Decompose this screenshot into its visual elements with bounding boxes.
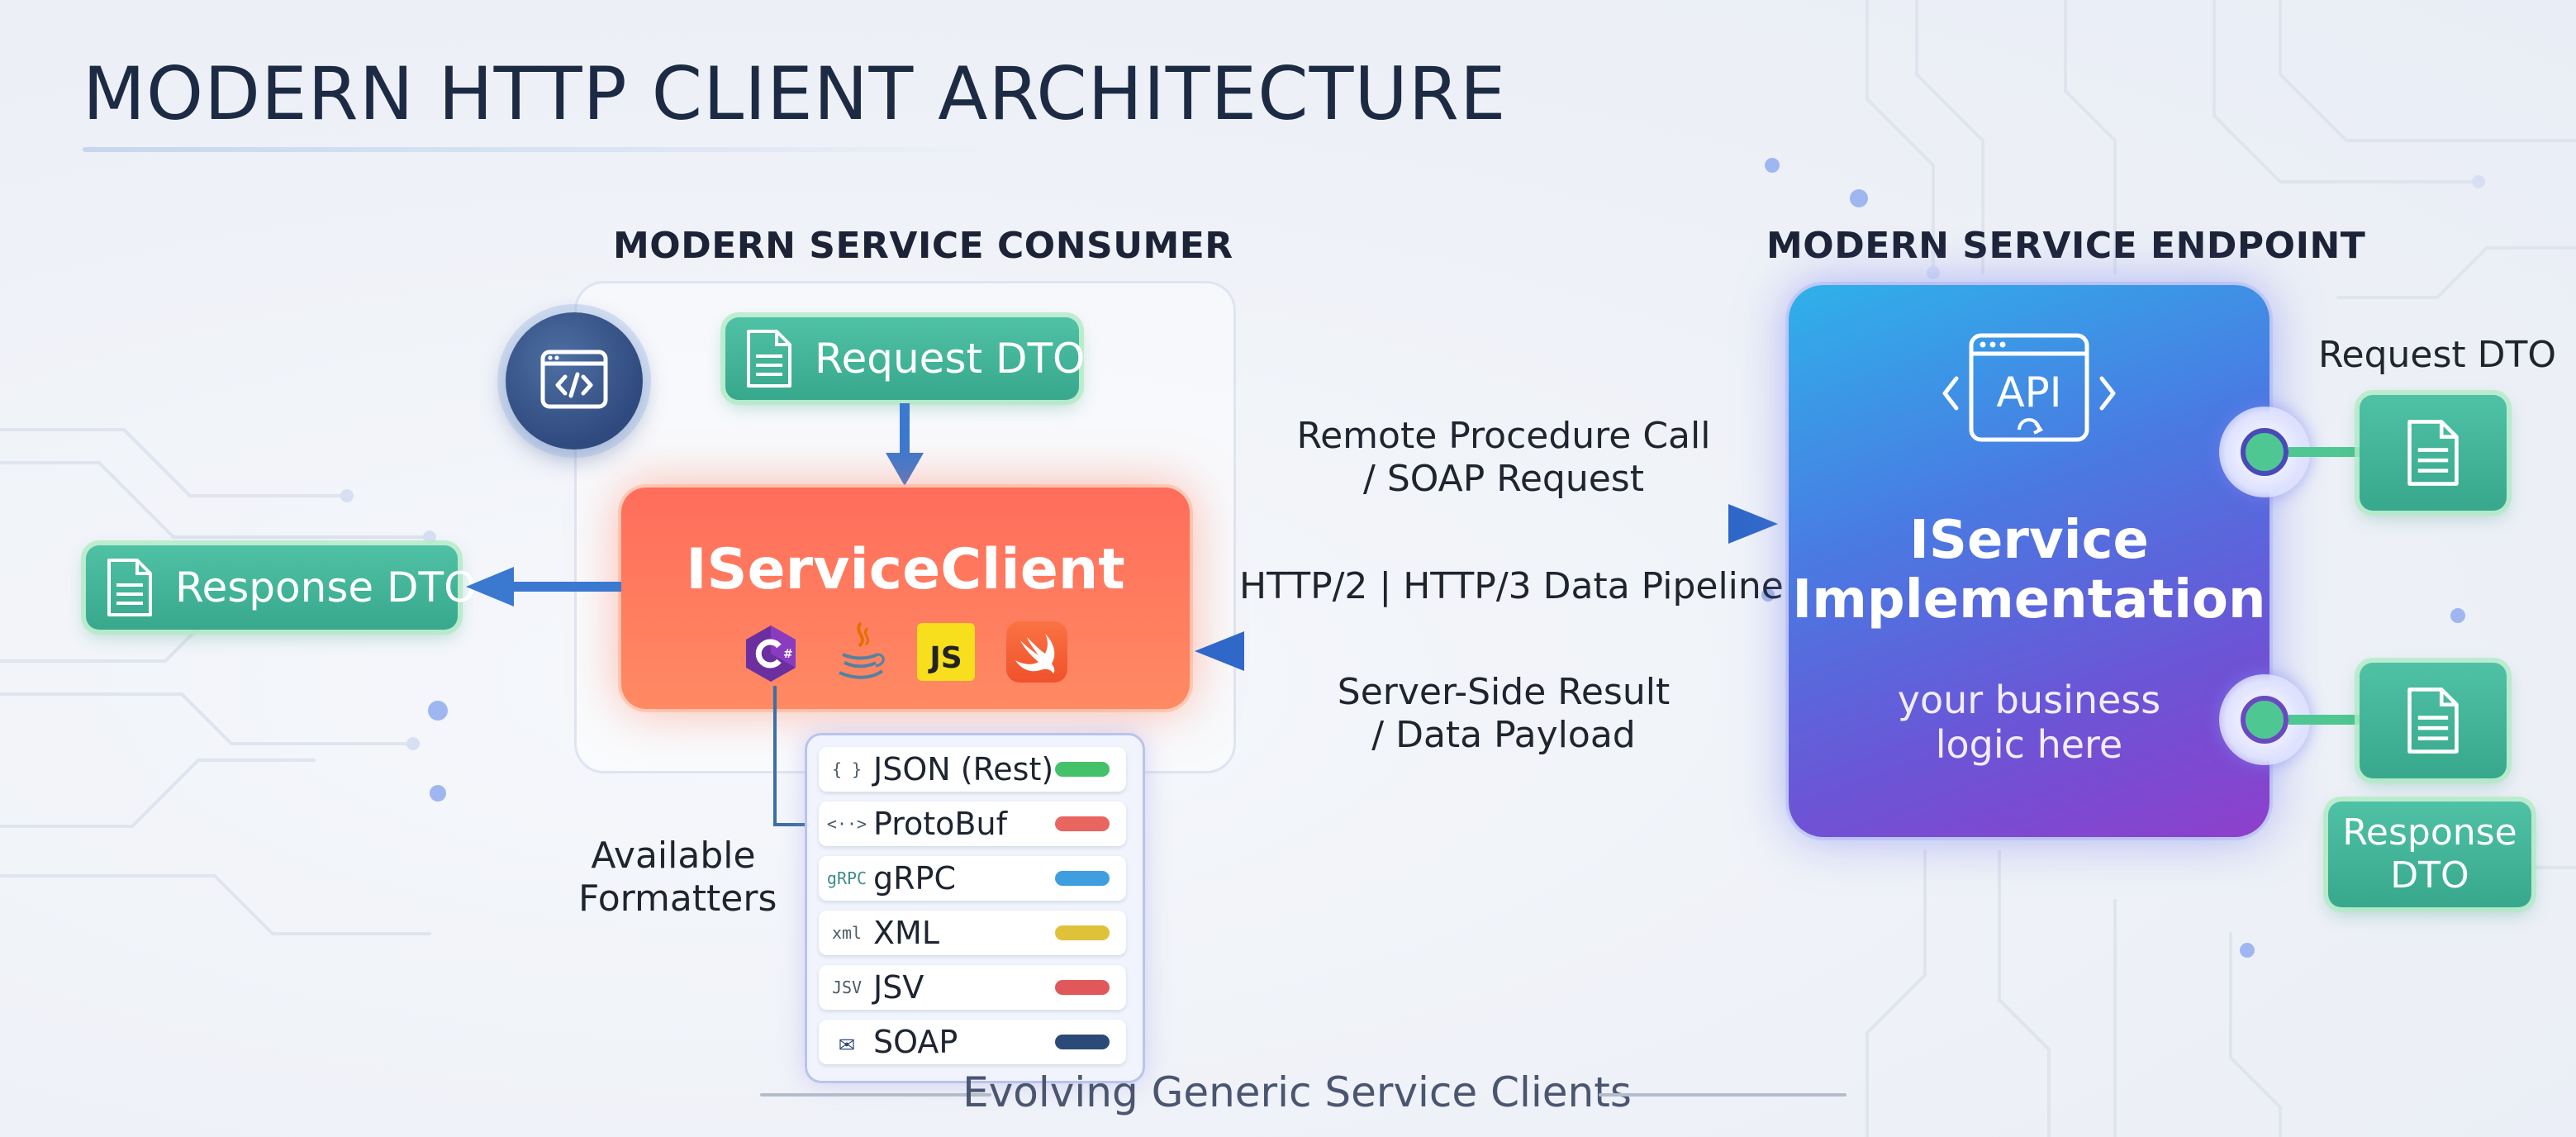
formatter-color-bar xyxy=(1055,980,1110,995)
endpoint-response-doc xyxy=(2360,663,2507,778)
endpoint-response-line2: DTO xyxy=(2390,854,2469,897)
endpoint-title: IService Implementation xyxy=(1789,511,2269,630)
xml-file-icon: xml xyxy=(831,923,863,943)
request-down-arrow xyxy=(886,403,924,486)
rpc-caption: Remote Procedure Call / SOAP Request xyxy=(1272,415,1735,501)
pipeline-caption: HTTP/2 | HTTP/3 Data Pipeline xyxy=(1239,565,1784,607)
response-dto-pill: Response DTO xyxy=(86,545,476,630)
java-icon xyxy=(829,621,891,683)
formatter-color-bar xyxy=(1055,1035,1110,1049)
endpoint-heading: MODERN SERVICE ENDPOINT xyxy=(1766,225,2366,267)
document-icon xyxy=(747,330,791,388)
endpoint-response-line1: Response xyxy=(2342,811,2517,854)
formatter-row-json[interactable]: { } JSON (Rest) xyxy=(819,747,1126,792)
formatter-row-soap[interactable]: ✉ SOAP xyxy=(819,1020,1126,1064)
formatter-color-bar xyxy=(1055,871,1110,886)
formatters-caption: Available Formatters xyxy=(578,835,777,921)
result-caption-line2: / Data Payload xyxy=(1371,714,1636,756)
endpoint-box xyxy=(1789,285,2269,837)
endpoint-subtitle-line1: your business xyxy=(1897,678,2161,722)
rpc-caption-line2: / SOAP Request xyxy=(1363,458,1644,500)
response-left-arrow xyxy=(466,567,621,607)
endpoint-title-line2: Implementation xyxy=(1792,569,2266,630)
endpoint-title-line1: IService xyxy=(1909,510,2149,571)
api-icon: API xyxy=(1938,327,2120,459)
rpc-caption-line1: Remote Procedure Call xyxy=(1296,415,1711,457)
formatter-connector xyxy=(773,686,810,826)
document-icon xyxy=(2407,420,2459,486)
formatter-row-jsv[interactable]: JSV JSV xyxy=(819,965,1126,1010)
result-caption-line1: Server-Side Result xyxy=(1337,671,1671,713)
protobuf-icon: <··> xyxy=(826,814,867,834)
title-underline xyxy=(83,147,991,152)
formatter-label: SOAP xyxy=(873,1024,958,1060)
formatters-caption-line2: Formatters xyxy=(578,878,777,920)
document-icon xyxy=(107,559,152,616)
consumer-heading: MODERN SERVICE CONSUMER xyxy=(613,225,1233,267)
footer-rule-left xyxy=(760,1093,991,1097)
formatter-label: XML xyxy=(873,915,939,951)
endpoint-request-doc xyxy=(2360,395,2507,511)
request-dto-pill: Request DTO xyxy=(725,317,1085,400)
result-left-arrow xyxy=(1195,631,1788,671)
formatter-label: JSON (Rest) xyxy=(873,751,1054,787)
request-dto-label: Request DTO xyxy=(815,335,1086,383)
footer-caption: Evolving Generic Service Clients xyxy=(962,1068,1632,1116)
formatter-row-grpc[interactable]: gRPC gRPC xyxy=(819,856,1126,901)
endpoint-subtitle: your business logic here xyxy=(1789,678,2269,767)
formatter-row-xml[interactable]: xml XML xyxy=(819,911,1126,955)
json-braces-icon: { } xyxy=(831,759,863,779)
page-title: MODERN HTTP CLIENT ARCHITECTURE xyxy=(83,51,1507,136)
js-badge-text: JS xyxy=(929,640,962,675)
iserviceclient-title: IServiceClient xyxy=(686,537,1125,602)
jsv-file-icon: JSV xyxy=(831,978,863,997)
formatter-row-protobuf[interactable]: <··> ProtoBuf xyxy=(819,802,1126,846)
endpoint-request-label: Request DTO xyxy=(2317,334,2557,376)
swift-icon xyxy=(1006,621,1067,683)
request-port-connector xyxy=(2288,447,2363,457)
endpoint-subtitle-line2: logic here xyxy=(1935,722,2123,767)
javascript-icon: JS xyxy=(917,623,975,681)
formatter-color-bar xyxy=(1055,816,1110,831)
api-label: API xyxy=(1996,369,2061,416)
request-right-arrow xyxy=(1193,504,1778,544)
result-caption: Server-Side Result / Data Payload xyxy=(1272,671,1735,757)
formatter-panel: { } JSON (Rest) <··> ProtoBuf gRPC gRPC … xyxy=(805,733,1145,1083)
formatter-label: ProtoBuf xyxy=(873,806,1007,842)
response-port-connector xyxy=(2288,715,2363,725)
iserviceclient-box xyxy=(621,488,1190,709)
svg-text:#: # xyxy=(783,648,793,661)
response-dto-label: Response DTO xyxy=(175,564,477,611)
grpc-icon: gRPC xyxy=(826,868,867,888)
formatter-label: gRPC xyxy=(873,860,956,897)
formatters-caption-line1: Available xyxy=(591,835,756,877)
formatter-color-bar xyxy=(1055,925,1110,940)
document-icon xyxy=(2407,687,2459,754)
csharp-icon: # xyxy=(740,623,801,684)
code-window-icon xyxy=(506,312,643,450)
formatter-color-bar xyxy=(1055,762,1110,777)
footer-rule-right xyxy=(1599,1093,1846,1097)
endpoint-response-dto-pill: Response DTO xyxy=(2328,802,2531,907)
formatter-label: JSV xyxy=(873,969,924,1006)
envelope-icon: ✉ xyxy=(839,1026,855,1058)
